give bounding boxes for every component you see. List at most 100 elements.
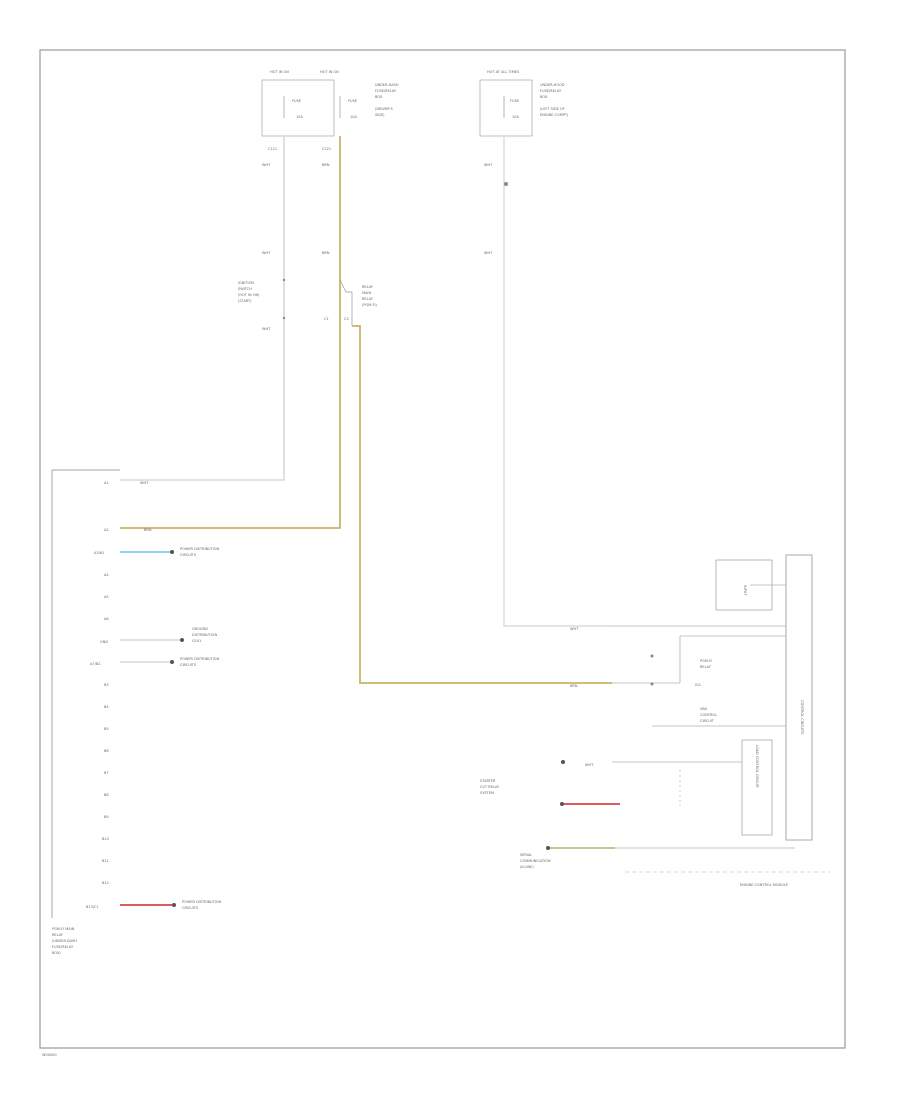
fuse-box-1: HOT IN ON HOT IN ON FUSE FUSE 15A 10A UN… — [261, 70, 399, 151]
svg-text:UNDER-HOOD: UNDER-HOOD — [540, 83, 565, 87]
svg-text:B8: B8 — [104, 793, 109, 797]
module-caption: ENGINE CONTROL MODULE — [740, 883, 788, 887]
svg-text:(HOT IN ON): (HOT IN ON) — [238, 293, 260, 297]
left-module: A1 A2 A3/B1 A4 A5 A6 GND A7/B2 B3 B4 B5 … — [51, 469, 120, 955]
svg-text:BRN: BRN — [570, 684, 578, 688]
svg-text:A1: A1 — [104, 481, 109, 485]
svg-text:A5: A5 — [104, 595, 109, 599]
svg-text:PGM-FI: PGM-FI — [700, 659, 712, 663]
svg-text:15A: 15A — [296, 115, 303, 119]
svg-text:FUSE: FUSE — [510, 99, 519, 103]
svg-text:WHT: WHT — [585, 763, 594, 767]
fuse-1b-feed-label: HOT IN ON — [320, 70, 339, 74]
svg-text:(START): (START) — [238, 299, 252, 303]
svg-text:CIRCUITS: CIRCUITS — [180, 663, 197, 667]
svg-text:WHT: WHT — [262, 163, 271, 167]
svg-text:FUSE: FUSE — [292, 99, 301, 103]
svg-text:FUSE/RELAY: FUSE/RELAY — [375, 89, 397, 93]
fuse-1a-feed-label: HOT IN ON — [270, 70, 289, 74]
svg-text:CIRCUIT: CIRCUIT — [700, 719, 715, 723]
svg-text:(LEFT SIDE OF: (LEFT SIDE OF — [540, 107, 565, 111]
fuse-box-2-outline — [479, 79, 533, 137]
svg-text:B13/C1: B13/C1 — [86, 905, 99, 909]
svg-text:CIRCUITS: CIRCUITS — [180, 553, 197, 557]
svg-text:(DRIVER'S: (DRIVER'S — [375, 107, 394, 111]
svg-text:B9: B9 — [104, 815, 109, 819]
svg-text:RELAY: RELAY — [362, 297, 374, 301]
svg-text:GND: GND — [100, 640, 108, 644]
svg-text:B6: B6 — [104, 749, 109, 753]
svg-text:CONTROL CIRCUITS: CONTROL CIRCUITS — [800, 700, 804, 735]
svg-text:WHT: WHT — [262, 327, 271, 331]
svg-text:G101: G101 — [192, 639, 201, 643]
svg-text:DISTRIBUTION: DISTRIBUTION — [192, 633, 217, 637]
svg-text:BOX): BOX) — [52, 951, 61, 955]
svg-text:(PGM-FI): (PGM-FI) — [362, 303, 378, 307]
svg-text:INPUT: INPUT — [743, 585, 747, 596]
svg-text:CUT RELAY: CUT RELAY — [480, 785, 500, 789]
svg-text:C2: C2 — [344, 317, 349, 321]
svg-text:BRN: BRN — [144, 528, 152, 532]
svg-text:10A: 10A — [512, 115, 519, 119]
svg-text:B4: B4 — [104, 705, 109, 709]
svg-text:FUSE/RELAY: FUSE/RELAY — [52, 945, 74, 949]
svg-text:B5: B5 — [104, 727, 109, 731]
svg-text:STARTER: STARTER — [480, 779, 496, 783]
svg-text:VBU: VBU — [700, 707, 708, 711]
engine-control-module: CONTROL CIRCUITS INPUT PGM-FI RELAY IG1 … — [480, 554, 830, 887]
svg-text:FUSE/RELAY: FUSE/RELAY — [540, 89, 562, 93]
svg-text:BOX: BOX — [540, 95, 548, 99]
svg-text:BOX: BOX — [375, 95, 383, 99]
svg-text:CONTROL: CONTROL — [700, 713, 717, 717]
svg-text:HOT AT ALL TIMES: HOT AT ALL TIMES — [487, 70, 520, 74]
svg-text:10A: 10A — [350, 115, 357, 119]
ecm-outline — [785, 554, 813, 841]
svg-text:B10: B10 — [102, 837, 109, 841]
svg-text:POWER DISTRIBUTION: POWER DISTRIBUTION — [180, 657, 220, 661]
svg-text:FUSE: FUSE — [348, 99, 357, 103]
svg-text:(UNDER-DASH: (UNDER-DASH — [52, 939, 77, 943]
svg-text:ENGINE COMPT): ENGINE COMPT) — [540, 113, 569, 117]
switch-left: IGNITION SWITCH (HOT IN ON) (START) — [238, 278, 286, 320]
svg-text:RELAY: RELAY — [362, 285, 374, 289]
svg-text:WHT: WHT — [262, 251, 271, 255]
svg-text:LOAD CONTROL CIRCUIT: LOAD CONTROL CIRCUIT — [755, 745, 759, 789]
svg-text:A3/B1: A3/B1 — [94, 551, 104, 555]
footer-code: W00000 — [42, 1053, 57, 1057]
wire-yellow-2 — [352, 325, 612, 684]
svg-text:B3: B3 — [104, 683, 109, 687]
svg-text:A6: A6 — [104, 617, 109, 621]
svg-text:POWER DISTRIBUTION: POWER DISTRIBUTION — [182, 900, 222, 904]
splice-point — [504, 182, 508, 186]
svg-text:IG1: IG1 — [695, 683, 701, 687]
svg-text:SWITCH: SWITCH — [238, 287, 252, 291]
svg-text:(K-LINE): (K-LINE) — [520, 865, 534, 869]
svg-text:RELAY: RELAY — [700, 665, 712, 669]
svg-text:WHT: WHT — [484, 251, 493, 255]
svg-text:B11: B11 — [102, 859, 109, 863]
diagram-frame — [39, 49, 846, 1049]
wire-yellow-1 — [120, 136, 341, 529]
svg-text:B7: B7 — [104, 771, 109, 775]
svg-text:A2: A2 — [104, 528, 109, 532]
svg-text:SYSTEM: SYSTEM — [480, 791, 494, 795]
svg-text:BRN: BRN — [322, 163, 330, 167]
svg-text:CIRCUITS: CIRCUITS — [182, 906, 199, 910]
fuse-box-1-outline — [261, 79, 335, 137]
svg-text:IGNITION: IGNITION — [238, 281, 254, 285]
svg-text:C121: C121 — [268, 147, 277, 151]
svg-text:C1: C1 — [324, 317, 329, 321]
svg-text:SIDE): SIDE) — [375, 113, 385, 117]
svg-text:A4: A4 — [104, 573, 109, 577]
svg-text:PGM-FI MAIN: PGM-FI MAIN — [52, 927, 75, 931]
wire-white-2 — [503, 136, 612, 627]
svg-text:WHT: WHT — [140, 481, 149, 485]
svg-text:BRN: BRN — [322, 251, 330, 255]
svg-text:C121: C121 — [322, 147, 331, 151]
svg-text:A7/B2: A7/B2 — [90, 662, 100, 666]
svg-text:POWER DISTRIBUTION: POWER DISTRIBUTION — [180, 547, 220, 551]
svg-text:MAIN: MAIN — [362, 291, 371, 295]
fuse-box-2: HOT AT ALL TIMES FUSE 10A UNDER-HOOD FUS… — [479, 70, 569, 137]
svg-text:WHT: WHT — [484, 163, 493, 167]
